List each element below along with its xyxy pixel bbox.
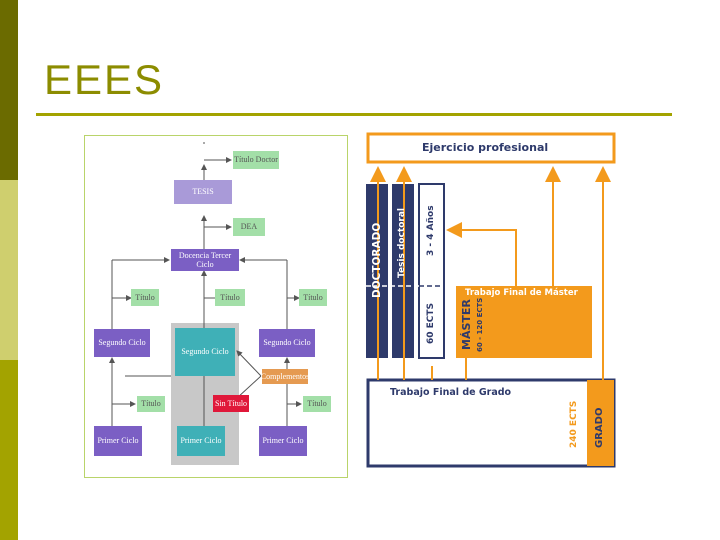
doctorado-label: DOCTORADO (371, 222, 383, 298)
master-box (456, 286, 592, 358)
titulo-box-right: Título (299, 289, 327, 306)
grado-box (366, 378, 616, 468)
primer-ciclo-box-right: Primer Ciclo (259, 426, 307, 456)
grado-ects-label: 240 ECTS (569, 400, 579, 448)
titulo-box-lower-right: Título (303, 396, 331, 412)
docencia-tercer-ciclo-box: Docencia Tercer Ciclo (171, 249, 239, 271)
trabajo-final-master-label: Trabajo Final de Máster (465, 288, 578, 298)
dea-box: DEA (233, 218, 265, 236)
slide-title: EEES (44, 56, 165, 103)
complementos-box: Complementos (261, 369, 309, 384)
titulo-box-lower-left: Título (137, 396, 165, 412)
primer-ciclo-box-middle: Primer Ciclo (177, 426, 225, 456)
tesis-doctoral-label: Tesis doctoral (397, 207, 407, 278)
trabajo-final-grado-label: Trabajo Final de Grado (390, 387, 512, 398)
sin-titulo-box: Sin Título (213, 395, 249, 412)
titulo-box-left: Título (131, 289, 159, 306)
ejercicio-profesional-label: Ejercicio profesional (422, 141, 549, 154)
left-stripe-bottom (0, 360, 18, 540)
duration-label: 3 - 4 Años (426, 205, 436, 256)
segundo-ciclo-box-left: Segundo Ciclo (94, 329, 150, 357)
segundo-ciclo-box-middle: Segundo Ciclo (175, 328, 235, 376)
ects-60-label: 60 ECTS (426, 302, 436, 344)
left-stripe-top (0, 0, 18, 180)
titulo-box-middle: Título (215, 289, 245, 306)
ejercicio-profesional-box (366, 132, 616, 164)
master-ects-label: 60 - 120 ECTS (476, 297, 484, 352)
old-system-diagram: Título Doctor TESIS DEA Docencia Tercer … (84, 135, 348, 478)
left-stripe-middle (0, 180, 18, 360)
segundo-ciclo-box-right: Segundo Ciclo (259, 329, 315, 357)
master-label: MÁSTER (460, 299, 473, 350)
title-rule (36, 113, 672, 116)
doctorado-duration-column (418, 183, 445, 359)
grado-label: GRADO (594, 407, 605, 448)
tesis-box: TESIS (174, 180, 232, 204)
primer-ciclo-box-left: Primer Ciclo (94, 426, 142, 456)
titulo-doctor-box: Título Doctor (233, 151, 279, 169)
grado-label-column (587, 380, 614, 466)
